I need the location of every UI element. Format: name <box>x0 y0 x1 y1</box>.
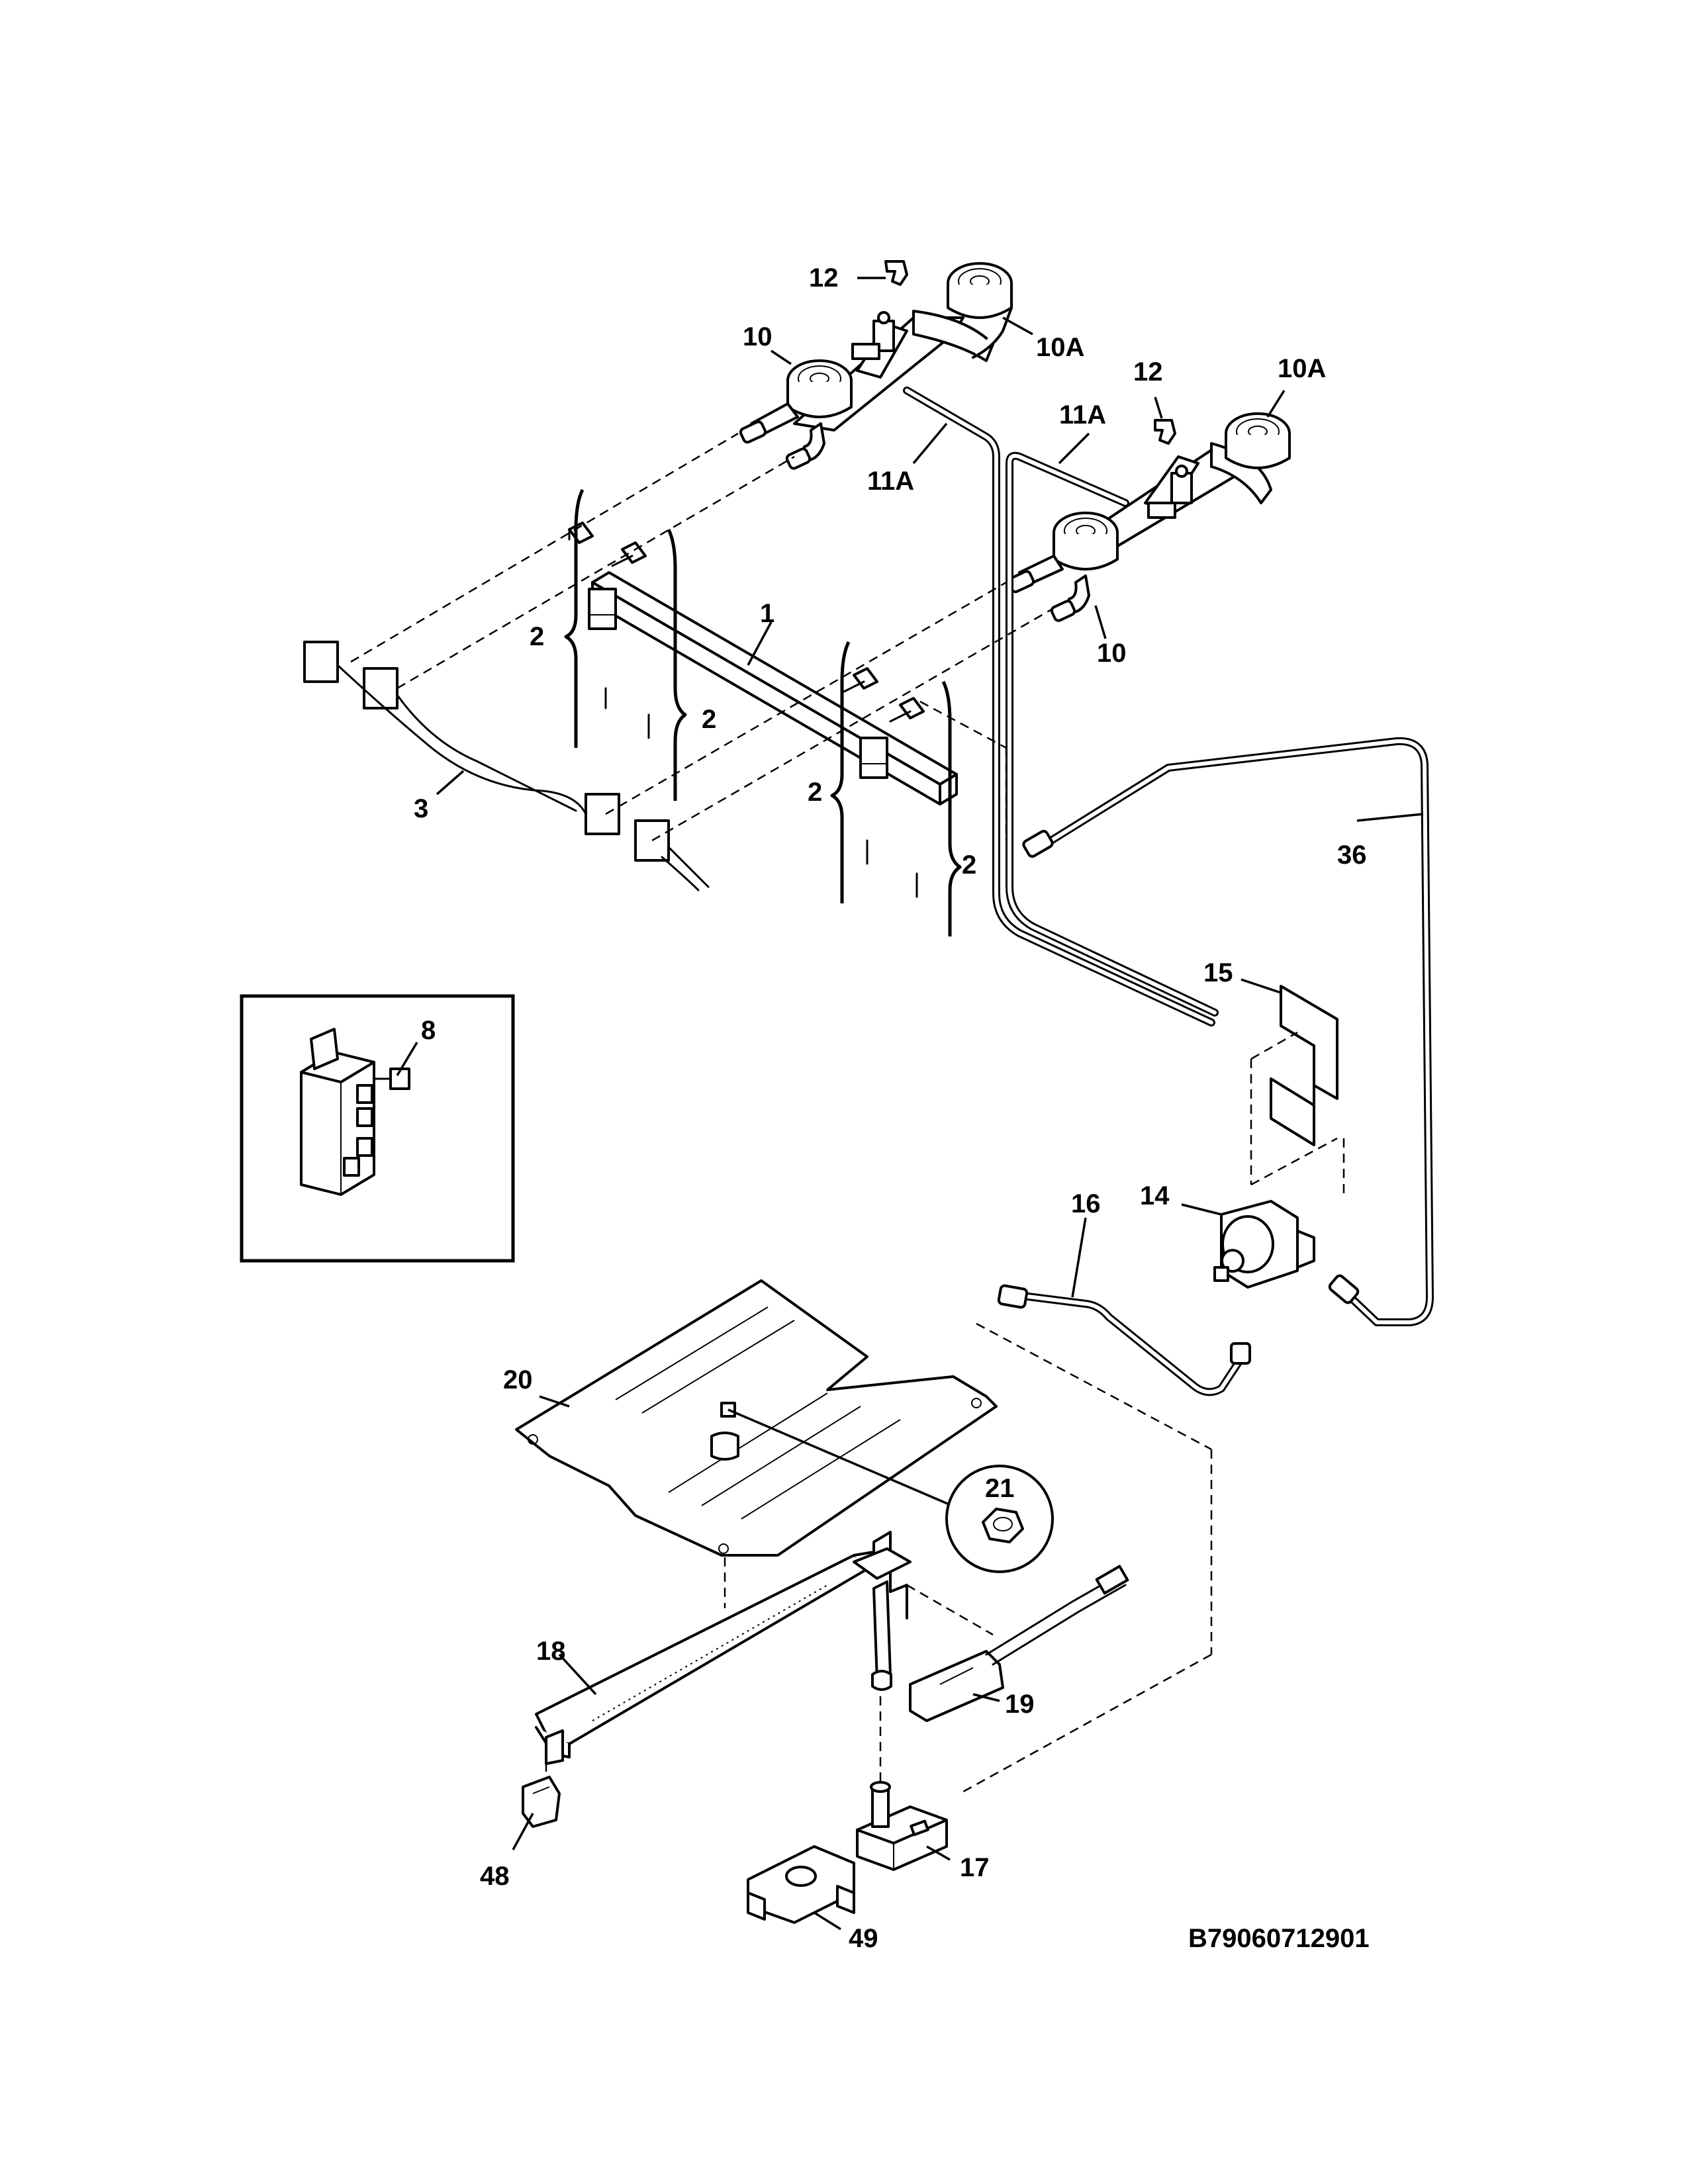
callout-17: 17 <box>960 1853 990 1882</box>
callout-20: 20 <box>503 1365 533 1394</box>
gas-tube-11a <box>903 387 1219 1026</box>
callout-14: 14 <box>1140 1181 1170 1210</box>
callout-labels: 12 10 10A 12 10A 11A 11A 1 10 2 2 2 2 3 … <box>414 263 1370 1953</box>
assembly-lines-top <box>350 432 1053 842</box>
callout-12-left: 12 <box>809 263 839 293</box>
callout-48: 48 <box>480 1862 510 1891</box>
callout-2-b: 2 <box>702 705 716 734</box>
callout-2-d: 2 <box>962 850 976 880</box>
callout-12-right: 12 <box>1133 357 1163 387</box>
bracket-49 <box>747 1845 855 1924</box>
regulator-14 <box>1213 1200 1315 1289</box>
brace-2 <box>564 488 962 936</box>
callout-10a-left: 10A <box>1036 333 1084 362</box>
shield-20 <box>515 1279 998 1557</box>
valve-17 <box>856 1781 948 1871</box>
burner-assembly-left <box>739 262 1013 470</box>
callout-16: 16 <box>1071 1189 1101 1218</box>
assembly-lines-middle <box>545 1322 1213 1795</box>
clip-12-right <box>1154 419 1176 445</box>
burner-assembly-right <box>1007 412 1291 622</box>
callout-1: 1 <box>760 599 774 628</box>
wire-harness-3 <box>303 641 710 891</box>
drawing-code: B79060712901 <box>1188 1924 1370 1953</box>
callout-11a-right: 11A <box>1059 400 1106 430</box>
callout-11a-left: 11A <box>867 467 914 496</box>
callout-15: 15 <box>1203 958 1233 987</box>
callout-2-c: 2 <box>808 778 822 807</box>
callout-18: 18 <box>536 1637 566 1666</box>
callout-2-a: 2 <box>530 622 544 651</box>
nut-21-callout <box>727 1408 1054 1573</box>
igniter-19 <box>909 1565 1129 1722</box>
burner-18 <box>535 1531 912 1765</box>
manifold-bracket-1 <box>588 571 958 805</box>
callout-10a-right: 10A <box>1278 354 1326 383</box>
clip-12-left <box>884 260 908 286</box>
bracket-15 <box>1250 985 1345 1198</box>
gas-tube-36 <box>1022 737 1434 1326</box>
spark-module-8 <box>300 1028 410 1196</box>
callout-49: 49 <box>849 1924 878 1953</box>
callout-10-right: 10 <box>1097 639 1127 668</box>
callout-10-left: 10 <box>743 322 773 351</box>
callout-8: 8 <box>421 1016 436 1045</box>
tube-16 <box>997 1284 1251 1396</box>
callout-36: 36 <box>1337 841 1367 870</box>
leader-lines <box>396 277 1424 1931</box>
callout-21: 21 <box>985 1474 1015 1503</box>
callout-19: 19 <box>1005 1690 1035 1719</box>
callout-3: 3 <box>414 794 428 823</box>
inset-box-8 <box>240 994 515 1263</box>
